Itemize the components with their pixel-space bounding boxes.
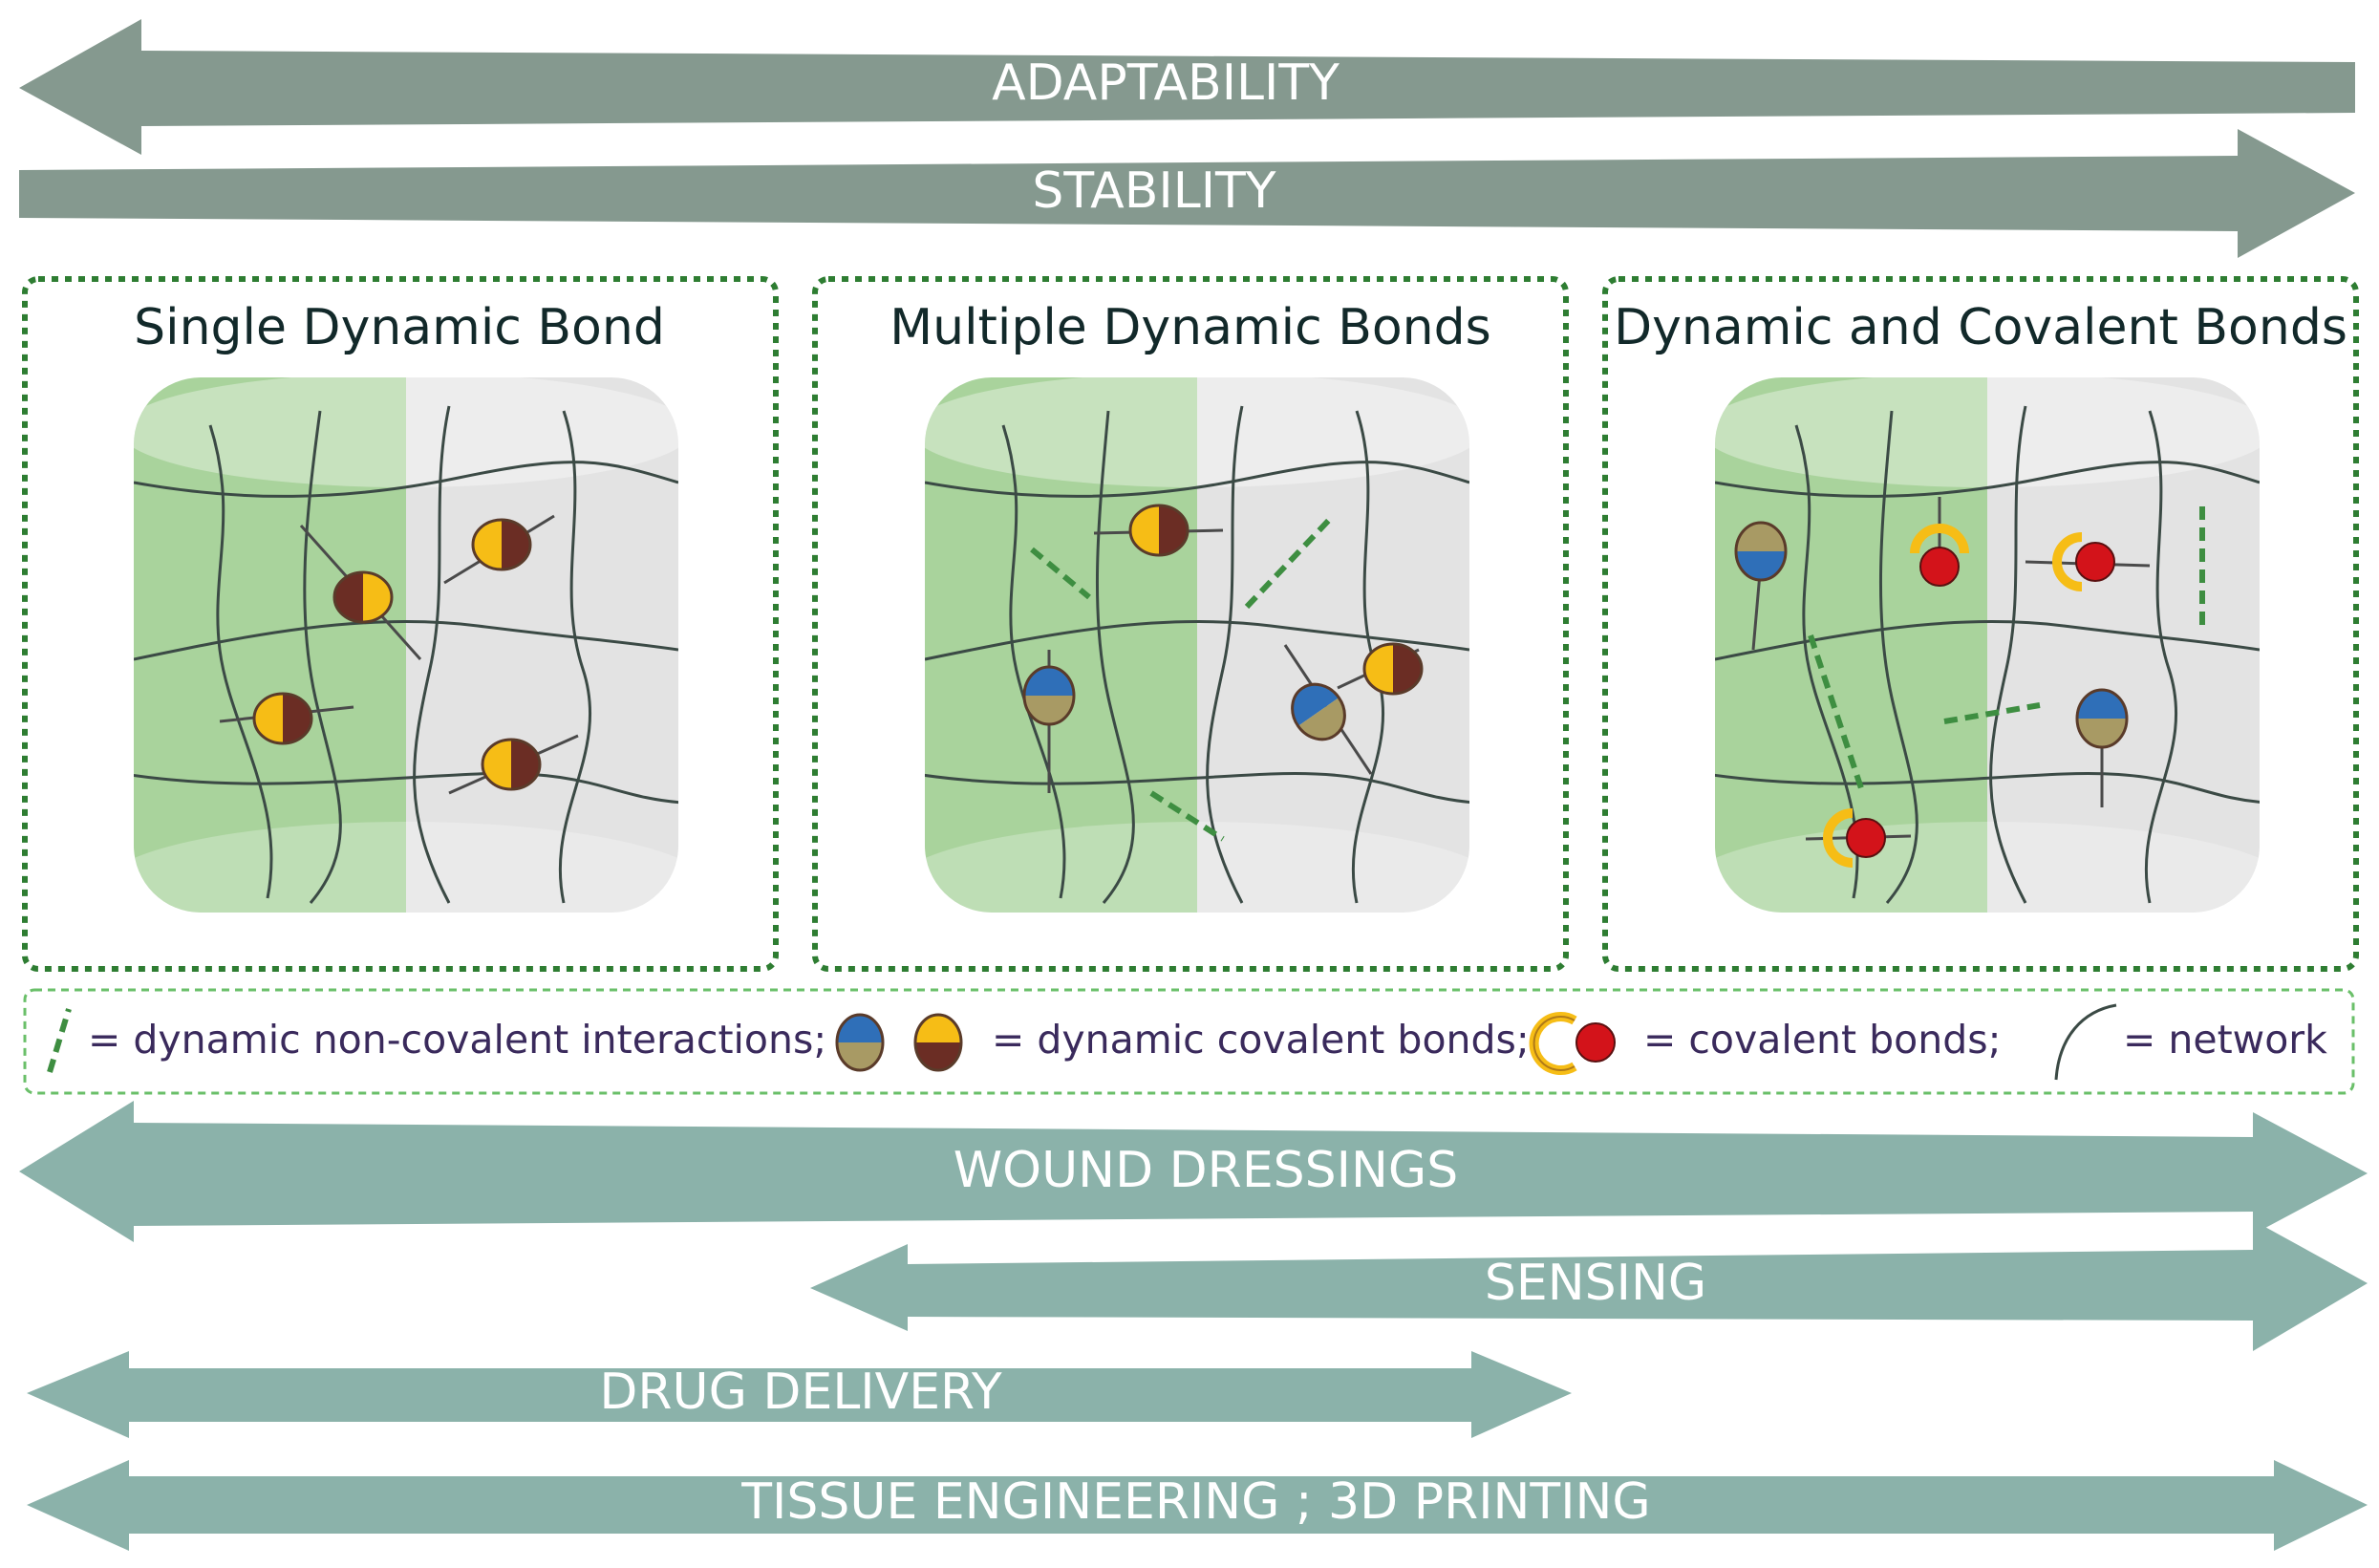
gel-illustration — [1715, 377, 2260, 913]
dynamic-covalent-bond-icon — [1362, 642, 1424, 696]
legend-non-covalent: = dynamic non-covalent interactions; — [88, 1017, 826, 1063]
dynamic-covalent-bond-icon — [252, 692, 313, 745]
panel-border — [812, 276, 1569, 972]
covalent-bond-icon — [1823, 808, 1886, 868]
legend-network: = network — [2123, 1017, 2327, 1063]
panel-border — [1602, 276, 2359, 972]
dynamic-covalent-bond-icon — [1022, 665, 1076, 726]
legend-border — [23, 988, 2355, 1095]
tissue-engineering-arrow-shape — [27, 1460, 2368, 1551]
adaptability-arrow-shape — [19, 19, 2355, 155]
drug-delivery-label: DRUG DELIVERY — [599, 1364, 1001, 1421]
covalent-bond-icon — [1910, 524, 1969, 587]
tissue-engineering-arrow: TISSUE ENGINEERING ; 3D PRINTING — [27, 1460, 2368, 1551]
non-covalent-interactions — [1030, 513, 1336, 842]
stability-arrow-shape — [19, 129, 2355, 258]
wound-dressings-arrow-shape — [19, 1101, 2368, 1242]
legend: = dynamic non-covalent interactions; = d… — [23, 988, 2355, 1095]
wound-dressings-label: WOUND DRESSINGS — [954, 1142, 1458, 1199]
adaptability-arrow: ADAPTABILITY — [19, 19, 2355, 155]
panel-title: Single Dynamic Bond — [134, 299, 665, 356]
dynamic-covalent-bond-icon — [2075, 688, 2129, 749]
panel-border — [22, 276, 779, 972]
network-legend-icon — [2054, 1003, 2117, 1081]
non-covalent-legend-icon — [47, 1008, 72, 1073]
tissue-engineering-label: TISSUE ENGINEERING ; 3D PRINTING — [740, 1473, 1650, 1531]
gel-illustration — [134, 377, 678, 913]
sensing-arrow: SENSING — [810, 1220, 2368, 1351]
covalent-bond-icon — [2052, 532, 2115, 591]
legend-covalent: = covalent bonds; — [1643, 1017, 2001, 1063]
drug-delivery-arrow: DRUG DELIVERY — [27, 1351, 1572, 1438]
dynamic-covalent-bond-icon — [1128, 504, 1190, 557]
dynamic-covalent-bond-icon — [481, 738, 542, 791]
adaptability-label: ADAPTABILITY — [992, 54, 1340, 112]
sensing-label: SENSING — [1485, 1255, 1706, 1312]
gel-illustration — [925, 377, 1469, 913]
dynamic-covalent-bond-icon — [1734, 521, 1788, 582]
dynamic-covalent-bond-icon — [332, 570, 394, 624]
stability-arrow: STABILITY — [19, 129, 2355, 258]
dynamic-covalent-legend-icon — [835, 1013, 963, 1072]
dynamic-covalent-bond-icon — [471, 518, 532, 571]
drug-delivery-arrow-shape — [27, 1351, 1572, 1438]
bond-glyphs — [252, 504, 2129, 868]
sensing-arrow-shape — [810, 1220, 2368, 1351]
panel-multiple-dynamic-bonds: Multiple Dynamic Bonds — [812, 276, 1569, 972]
wound-dressings-arrow: WOUND DRESSINGS — [19, 1101, 2368, 1242]
legend-dynamic-covalent: = dynamic covalent bonds; — [992, 1017, 1530, 1063]
stability-label: STABILITY — [1032, 162, 1275, 220]
panel-title: Dynamic and Covalent Bonds — [1614, 299, 2347, 356]
panel-single-dynamic-bond: Single Dynamic Bond — [22, 276, 779, 972]
panel-dynamic-and-covalent-bonds: Dynamic and Covalent Bonds — [1602, 276, 2359, 972]
dynamic-covalent-bond-icon — [1291, 682, 1346, 741]
panel-title: Multiple Dynamic Bonds — [889, 299, 1490, 356]
covalent-legend-icon — [1529, 1012, 1616, 1075]
non-covalent-interactions — [1808, 506, 2205, 789]
